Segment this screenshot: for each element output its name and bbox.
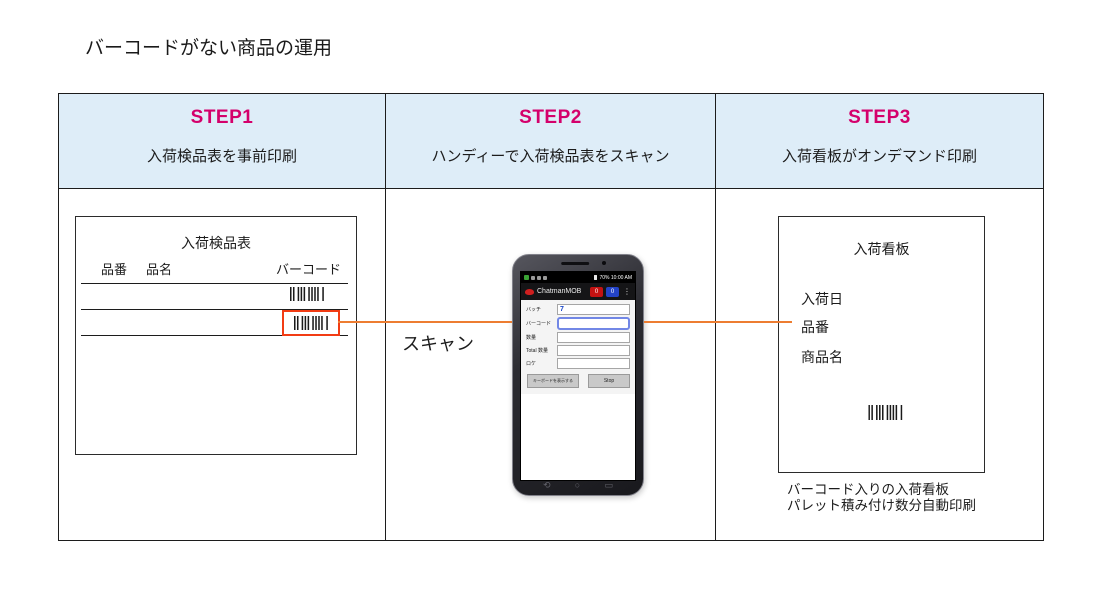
- quantity-input[interactable]: [557, 332, 630, 343]
- inspection-sheet-title: 入荷検品表: [181, 235, 251, 251]
- sheet-column-item-number: 品番: [101, 262, 128, 277]
- sheet-rule-line: [81, 309, 348, 310]
- page-title: バーコードがない商品の運用: [85, 38, 333, 59]
- step3-description: 入荷看板がオンデマンド印刷: [781, 148, 977, 165]
- batch-input[interactable]: 7: [557, 304, 630, 315]
- step2-description: ハンディーで入荷検品表をスキャン: [431, 148, 670, 165]
- barcode-icon: [867, 405, 902, 420]
- step1-label: STEP1: [190, 107, 254, 128]
- sheet-rule-line: [81, 335, 348, 336]
- step1-header-cell: STEP1 入荷検品表を事前印刷: [59, 94, 386, 189]
- step1-description: 入荷検品表を事前印刷: [146, 148, 297, 165]
- nav-back-icon[interactable]: ⟲: [543, 479, 551, 490]
- location-input[interactable]: [557, 358, 630, 369]
- kanban-field-product-name: 商品名: [801, 349, 843, 365]
- scan-form: バッチ 7 バーコード 数量 Total 数量 ロケ: [521, 300, 635, 394]
- sheet-column-item-name: 品名: [146, 262, 173, 277]
- sheet-column-barcode: バーコード: [276, 262, 342, 277]
- phone-nav-bar: ⟲ ○ ▭: [513, 478, 643, 492]
- inspection-sheet-card: 入荷検品表 品番 品名 バーコード: [75, 216, 357, 455]
- location-field-label: ロケ: [526, 361, 537, 367]
- phone-screen: 70% 10:00 AM ChatmanMOB 0 0 ⋮ バッチ 7 バーコー…: [520, 271, 636, 481]
- sheet-rule-line: [81, 283, 348, 284]
- kanban-caption-line2: パレット積み付け数分自動印刷: [787, 498, 976, 513]
- barcode-field-label: バーコード: [526, 321, 552, 327]
- status-icon: [537, 275, 541, 280]
- battery-icon: [594, 275, 598, 280]
- nav-recent-icon[interactable]: ▭: [604, 479, 613, 490]
- total-quantity-input[interactable]: [557, 345, 630, 356]
- blue-count-badge[interactable]: 0: [606, 286, 619, 297]
- batch-field-label: バッチ: [526, 307, 542, 313]
- step3-header-cell: STEP3 入荷看板がオンデマンド印刷: [716, 94, 1043, 189]
- show-keyboard-button[interactable]: キーボードを表示する: [527, 374, 579, 388]
- chatmanmob-logo-icon: [525, 288, 534, 295]
- status-icon: [543, 275, 547, 280]
- kanban-card: 入荷看板 入荷日 品番 商品名: [778, 216, 985, 473]
- quantity-field-label: 数量: [526, 335, 537, 341]
- scan-connector-line-left: [338, 321, 512, 323]
- kanban-caption-line1: バーコード入りの入荷看板: [787, 482, 949, 497]
- scan-highlight-box: [282, 310, 340, 336]
- phone-status-bar: 70% 10:00 AM: [521, 272, 635, 283]
- barcode-icon: [290, 287, 324, 301]
- step2-header-cell: STEP2 ハンディーで入荷検品表をスキャン: [386, 94, 716, 189]
- phone-camera: [602, 261, 606, 265]
- kanban-field-item-number: 品番: [801, 319, 829, 335]
- handy-terminal: 70% 10:00 AM ChatmanMOB 0 0 ⋮ バッチ 7 バーコー…: [512, 254, 644, 496]
- red-count-badge[interactable]: 0: [590, 286, 603, 297]
- scan-connector-line-right: [644, 321, 792, 323]
- notification-icon: [524, 275, 529, 280]
- step2-label: STEP2: [519, 107, 582, 128]
- nav-home-icon[interactable]: ○: [574, 480, 581, 490]
- phone-speaker: [561, 262, 590, 265]
- status-text: 70% 10:00 AM: [599, 274, 632, 281]
- kanban-title: 入荷看板: [853, 241, 910, 257]
- scan-label: スキャン: [402, 334, 474, 354]
- barcode-icon: [294, 316, 328, 330]
- app-bar: ChatmanMOB 0 0 ⋮: [521, 283, 635, 300]
- total-quantity-field-label: Total 数量: [526, 348, 548, 354]
- status-icon: [531, 275, 535, 280]
- barcode-input[interactable]: [557, 317, 630, 330]
- overflow-menu-icon[interactable]: ⋮: [623, 286, 631, 296]
- step3-label: STEP3: [848, 107, 911, 128]
- kanban-caption: バーコード入りの入荷看板 パレット積み付け数分自動印刷: [787, 482, 976, 514]
- kanban-field-arrival-date: 入荷日: [801, 291, 843, 307]
- app-title: ChatmanMOB: [537, 288, 582, 295]
- stop-button[interactable]: Stop: [588, 374, 630, 388]
